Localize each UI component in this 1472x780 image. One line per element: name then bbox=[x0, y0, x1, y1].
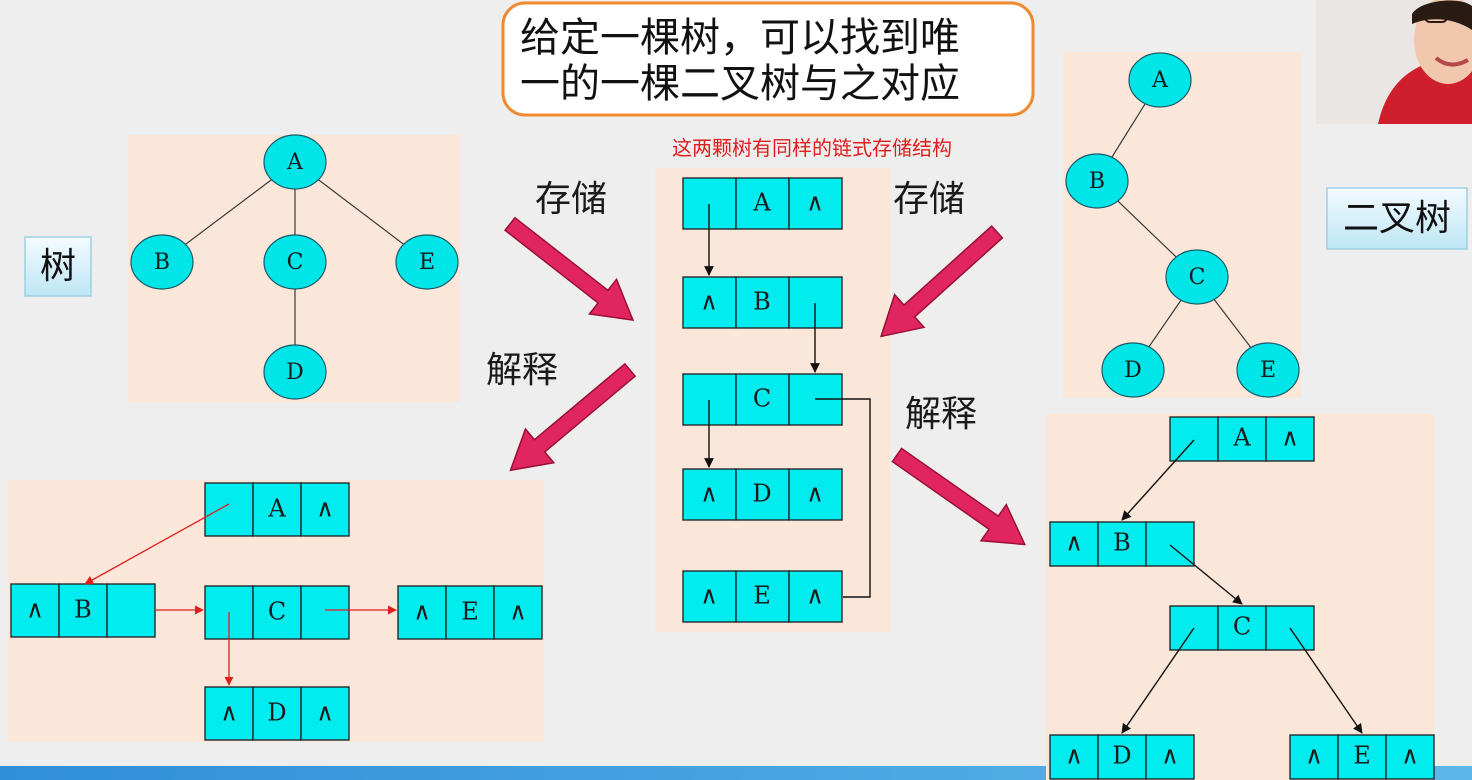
tree-linked-c-data: C bbox=[268, 598, 286, 626]
bintree-linked-structure: A ∧ ∧ B C ∧ D ∧ ∧ E ∧ bbox=[1049, 416, 1435, 780]
tree-linked-row-e: ∧ E ∧ bbox=[397, 585, 543, 640]
tree-linked-a-right: ∧ bbox=[316, 495, 334, 523]
bintree-linked-c-data: C bbox=[1233, 613, 1251, 641]
tree-node-e-label: E bbox=[419, 250, 435, 275]
tree-node-a bbox=[263, 134, 327, 190]
middle-row-e: ∧ E ∧ bbox=[682, 570, 843, 623]
tree-linked-b-left: ∧ bbox=[26, 596, 44, 624]
bintree-linked-link-c-d bbox=[1121, 627, 1195, 734]
middle-d-right: ∧ bbox=[806, 480, 824, 508]
middle-row-b: ∧ B bbox=[682, 276, 843, 329]
middle-e-data: E bbox=[753, 582, 771, 610]
bintree-linked-e-left: ∧ bbox=[1305, 742, 1323, 770]
tree-linked-row-c: C bbox=[204, 585, 350, 640]
store-label-left: 存储 bbox=[535, 179, 607, 220]
title-box: 给定一棵树，可以找到唯 一的一棵二叉树与之对应 bbox=[501, 1, 1035, 117]
middle-b-left: ∧ bbox=[700, 288, 718, 316]
middle-b-data: B bbox=[753, 288, 771, 316]
middle-e-left: ∧ bbox=[700, 582, 718, 610]
bintree-linked-a-right: ∧ bbox=[1281, 424, 1299, 452]
bintree-linked-b-left: ∧ bbox=[1065, 529, 1083, 557]
tree-node-b bbox=[130, 234, 194, 290]
explain-label-left: 解释 bbox=[486, 350, 558, 391]
bintree-linked-link-a-b bbox=[1121, 439, 1195, 521]
bintree-linked-row-a: A ∧ bbox=[1169, 416, 1315, 462]
middle-row-a: A ∧ bbox=[682, 177, 843, 230]
middle-d-left: ∧ bbox=[700, 480, 718, 508]
middle-a-right: ∧ bbox=[806, 189, 824, 217]
bintree-linked-a-data: A bbox=[1232, 424, 1251, 452]
middle-link-c-e bbox=[815, 398, 871, 598]
binary-tree-tag-text: 二叉树 bbox=[1343, 198, 1451, 239]
tree-linked-e-right: ∧ bbox=[509, 598, 527, 626]
bintree-node-e-label: E bbox=[1260, 358, 1276, 383]
tree-linked-row-a: A ∧ bbox=[204, 482, 350, 537]
tree-linked-d-data: D bbox=[267, 699, 286, 727]
bintree-node-c-label: C bbox=[1189, 265, 1206, 290]
general-tree: A B C D E bbox=[130, 134, 459, 400]
tree-linked-e-left: ∧ bbox=[413, 598, 431, 626]
tree-linked-row-d: ∧ D ∧ bbox=[204, 686, 350, 741]
middle-row-d: ∧ D ∧ bbox=[682, 468, 843, 521]
tree-node-e bbox=[395, 234, 459, 290]
bintree-node-b-label: B bbox=[1089, 169, 1105, 194]
bintree-linked-row-e: ∧ E ∧ bbox=[1289, 734, 1435, 780]
bintree-node-a-label: A bbox=[1151, 68, 1169, 93]
bintree-linked-d-data: D bbox=[1112, 742, 1131, 770]
tree-linked-e-data: E bbox=[461, 598, 479, 626]
note-text: 这两颗树有同样的链式存储结构 bbox=[672, 136, 952, 160]
bintree-node-b bbox=[1065, 153, 1129, 209]
arrow-explain-left bbox=[509, 362, 637, 472]
middle-d-data: D bbox=[752, 480, 771, 508]
middle-storage: A ∧ ∧ B C ∧ D ∧ ∧ E ∧ bbox=[682, 177, 871, 623]
arrow-explain-right bbox=[891, 447, 1027, 546]
bintree-node-d bbox=[1101, 342, 1165, 398]
middle-a-data: A bbox=[752, 189, 771, 217]
tree-node-d-label: D bbox=[286, 360, 304, 385]
bintree-linked-panel bbox=[1046, 414, 1434, 780]
bintree-panel bbox=[1063, 52, 1301, 398]
arrow-store-right bbox=[879, 224, 1004, 338]
bintree-node-c bbox=[1165, 249, 1229, 305]
bintree-linked-e-right: ∧ bbox=[1401, 742, 1419, 770]
explain-label-right: 解释 bbox=[905, 394, 977, 435]
tree-tag: 树 bbox=[24, 236, 92, 297]
bintree-node-d-label: D bbox=[1124, 358, 1142, 383]
bintree-linked-row-b: ∧ B bbox=[1049, 521, 1195, 567]
bintree-linked-link-c-e bbox=[1289, 627, 1363, 734]
binary-tree-tag: 二叉树 bbox=[1326, 187, 1468, 250]
tree-node-d bbox=[263, 344, 327, 400]
tree-linked-link-a-b bbox=[84, 503, 230, 585]
tree-linked-d-left: ∧ bbox=[220, 699, 238, 727]
title-line-2: 一的一棵二叉树与之对应 bbox=[520, 61, 960, 107]
bintree-linked-d-right: ∧ bbox=[1161, 742, 1179, 770]
bintree-linked-link-b-c bbox=[1169, 544, 1243, 605]
webcam-thumbnail bbox=[1316, 0, 1472, 124]
tree-node-c-label: C bbox=[287, 250, 304, 275]
bintree-linked-b-data: B bbox=[1113, 529, 1131, 557]
bintree-node-e bbox=[1236, 342, 1300, 398]
tree-node-c bbox=[263, 234, 327, 290]
tree-linked-row-b: ∧ B bbox=[10, 583, 156, 638]
arrow-store-left bbox=[504, 216, 635, 321]
bintree-linked-d-left: ∧ bbox=[1065, 742, 1083, 770]
middle-c-data: C bbox=[753, 385, 771, 413]
bintree-linked-e-data: E bbox=[1353, 742, 1371, 770]
tree-linked-a-data: A bbox=[267, 495, 286, 523]
tree-linked-d-right: ∧ bbox=[316, 699, 334, 727]
tree-linked-structure: A ∧ ∧ B C ∧ E ∧ ∧ D ∧ bbox=[10, 482, 543, 741]
title-line-1: 给定一棵树，可以找到唯 bbox=[520, 15, 960, 61]
middle-e-right: ∧ bbox=[806, 582, 824, 610]
tree-tag-text: 树 bbox=[40, 246, 76, 287]
tree-node-b-label: B bbox=[154, 250, 170, 275]
tree-linked-b-data: B bbox=[74, 596, 92, 624]
binary-tree: A B C D E bbox=[1065, 52, 1300, 398]
bintree-linked-row-c: C bbox=[1169, 605, 1315, 651]
bintree-node-a bbox=[1128, 52, 1192, 108]
bintree-linked-row-d: ∧ D ∧ bbox=[1049, 734, 1195, 780]
store-label-right: 存储 bbox=[893, 179, 965, 220]
tree-node-a-label: A bbox=[286, 150, 304, 175]
